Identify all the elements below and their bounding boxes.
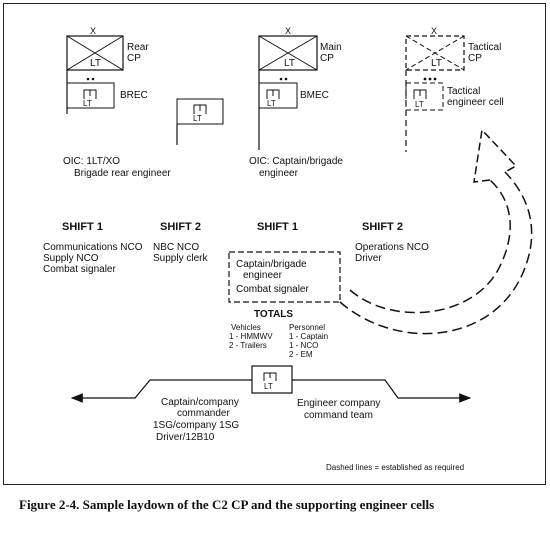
bmec-lt: LT	[267, 99, 276, 108]
shift2-line2: Supply clerk	[153, 253, 208, 264]
brec-lt: LT	[83, 99, 92, 108]
company-left-line2: commander	[177, 408, 230, 419]
tactical-cell-lt: LT	[415, 100, 424, 109]
boundary-lines	[70, 379, 472, 403]
figure-caption: Figure 2-4. Sample laydown of the C2 CP …	[19, 497, 435, 512]
main-cp-label-line2: CP	[320, 53, 334, 64]
rear-cp-label-line2: CP	[127, 53, 141, 64]
main-oic-line1: OIC: Captain/brigade	[249, 156, 343, 167]
company-left-line1: Captain/company	[161, 397, 239, 408]
tactical-cp-lt: LT	[431, 58, 442, 69]
rear-cp-symbol	[66, 35, 124, 114]
main-cp-x-mark: X	[285, 26, 292, 36]
shift3-line3: Combat signaler	[236, 284, 309, 295]
shift2-cell-lt: LT	[193, 114, 202, 123]
shift-header-2: SHIFT 2	[160, 221, 201, 233]
tactical-cp-symbol	[405, 35, 465, 152]
company-right-line2: command team	[304, 410, 373, 421]
shift2-line1: NBC NCO	[153, 242, 200, 253]
shift3-line2: engineer	[243, 270, 282, 281]
shift-header-3: SHIFT 1	[257, 221, 298, 233]
main-cp-lt: LT	[284, 58, 295, 69]
shift3-line1: Captain/brigade	[236, 259, 307, 270]
tactical-cp-x-mark: X	[431, 26, 438, 36]
rear-cp-label-line1: Rear	[127, 42, 149, 53]
rear-oic-line1: OIC: 1LT/XO	[63, 156, 121, 167]
shift1-line3: Combat signaler	[43, 264, 116, 275]
company-left-line3: 1SG/company 1SG	[153, 420, 240, 431]
company-cell-lt: LT	[264, 382, 273, 391]
personnel-line3: 2 - EM	[289, 350, 313, 359]
figure-frame	[3, 3, 546, 485]
vehicles-title: Vehicles	[231, 323, 261, 332]
shift1-line1: Communications NCO	[43, 242, 143, 253]
tactical-cell-label-line1: Tactical	[447, 86, 481, 97]
company-right-line1: Engineer company	[297, 398, 381, 409]
tactical-cp-label-line1: Tactical	[468, 42, 502, 53]
tactical-cp-label-line2: CP	[468, 53, 482, 64]
shift1-dashed-box	[228, 251, 341, 303]
tactical-cell-label-line2: engineer cell	[447, 97, 504, 108]
shift1-line2: Supply NCO	[43, 253, 99, 264]
bmec-label: BMEC	[300, 90, 329, 101]
totals-title: TOTALS	[254, 309, 294, 320]
main-cp-label-line1: Main	[320, 42, 342, 53]
brec-label: BREC	[120, 90, 148, 101]
rear-oic-line2: Brigade rear engineer	[74, 168, 171, 179]
rear-cp-x-mark: X	[90, 26, 97, 36]
company-left-line4: Driver/12B10	[156, 432, 215, 443]
vehicles-line2: 2 - Trailers	[229, 341, 267, 350]
main-cp-symbol	[258, 35, 318, 150]
personnel-title: Personnel	[289, 323, 326, 332]
personnel-line2: 1 - NCO	[289, 341, 319, 350]
personnel-line1: 1 - Captain	[289, 332, 329, 341]
shift4-line1: Operations NCO	[355, 242, 429, 253]
vehicles-line1: 1 - HMMWV	[229, 332, 273, 341]
shift-header-1: SHIFT 1	[62, 221, 103, 233]
rear-cp-lt: LT	[90, 58, 101, 69]
deployment-arrow	[339, 128, 533, 335]
shift4-line2: Driver	[355, 253, 382, 264]
main-oic-line2: engineer	[259, 168, 298, 179]
dashed-lines-note: Dashed lines = established as required	[326, 463, 465, 472]
shift-header-4: SHIFT 2	[362, 221, 403, 233]
shift2-cell-symbol	[176, 98, 224, 145]
